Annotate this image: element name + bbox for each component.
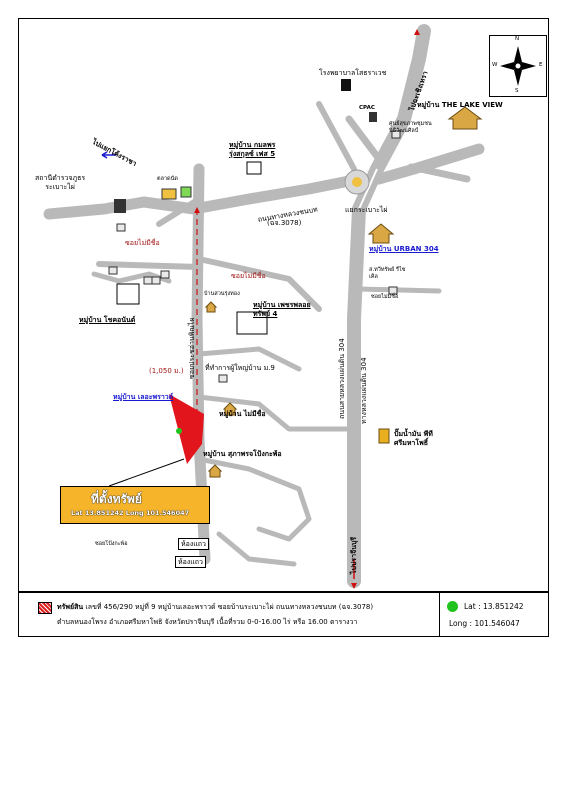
legend-divider: [439, 593, 440, 636]
soi-unnamed-2: ซอยไม่มีชื่อ: [231, 272, 266, 280]
intersection-label: แยกระเบาะไผ่: [345, 206, 388, 214]
police-station-label: สถานีตำรวจภูธร ระเบาะไผ่: [35, 174, 86, 191]
property-parcel: [169, 394, 204, 464]
property-marker: [176, 428, 182, 434]
map-frame: N S W E โรงพยาบาลโสธราเวช ไปฉะเชิงเทรา ห…: [18, 18, 549, 592]
highway-304-road: [347, 24, 431, 588]
soi-prakhon-label: ซอยประชอ่านพิณไผ: [188, 317, 196, 379]
ler-prawat-label: หมู่บ้าน เลอะพราวด์: [113, 393, 174, 401]
gas-station-label: ปั๊มน้ำมัน พีที ศรีมหาโพธิ์: [394, 430, 433, 447]
location-dot-icon: [447, 601, 458, 612]
headman-office-label: ที่ทำการผู้ใหญ่บ้าน ม.9: [205, 364, 275, 372]
health-center-label: ศูนย์สุขภาพชุมชน นิธิวัฒนศิลป์: [389, 121, 432, 134]
highway-304-label-b: ทางหลวงแผ่นดิน 304: [360, 357, 368, 424]
petchpolloy-label: หมู่บ้าน เพชรพลอย ทรัพย์ 4: [253, 301, 311, 318]
urban-house-icon: [367, 223, 395, 244]
cpac-label: CPAC: [359, 105, 375, 111]
legend-address: เลขที่ 456/290 หมู่ที่ 9 หมู่บ้านเลอะพรา…: [85, 603, 374, 611]
kamon-village-label: หมู่บ้าน กมลพร รุ่งสกุลซ์ เฟส 5: [229, 141, 276, 158]
recycle-shop-label: ส.ทวีทรัพย์ รีไซ เคิล: [369, 267, 406, 280]
property-swatch-icon: [38, 602, 52, 614]
callout-coords: Lat 13.851242 Long 101.546047: [71, 509, 190, 517]
suan-rung-thong-house-icon: [204, 301, 218, 313]
village-unnamed-label: หมู่บ้าน ไม่มีชื่อ: [219, 410, 266, 418]
soi-pongkapo-label: ซอยโป้งกะพ้อ: [95, 541, 128, 547]
shophouse-1: ห้องแถว: [178, 538, 209, 550]
shophouse-2: ห้องแถว: [175, 556, 206, 568]
hospital-label: โรงพยาบาลโสธราเวช: [319, 69, 387, 77]
market-icon: [161, 188, 177, 200]
lake-view-house-icon: [447, 106, 483, 130]
compass-s: S: [515, 88, 519, 94]
compass-rose: N S W E: [489, 35, 547, 97]
to-prachinburi-label: ไปปราจีนบุรี: [350, 536, 358, 574]
village-house-icon: [222, 402, 238, 416]
cpac-icon: [369, 112, 377, 122]
urban-304-label: หมู่บ้าน URBAN 304: [369, 245, 439, 253]
legend-line-1: ทรัพย์สิน เลขที่ 456/290 หมู่ที่ 9 หมู่บ…: [57, 602, 373, 613]
distance-label: (1,050 ม.): [149, 367, 184, 375]
soi-unnamed-1: ซอยไม่มีชื่อ: [125, 239, 160, 247]
property-callout: ที่ตั้งทรัพย์ Lat 13.851242 Long 101.546…: [60, 486, 210, 524]
callout-title: ที่ตั้งทรัพย์: [91, 492, 142, 506]
suan-rung-thong-label: บ้านสวนรุ่งทอง: [204, 291, 240, 297]
luang-road-code: (ฉจ.3078): [267, 219, 302, 227]
suphap-house-icon: [207, 464, 223, 478]
highway-304-label-a: ถนนสายหลวงแผ่นดิน 304: [338, 338, 346, 419]
soi-unnamed-3: ซอยไม่มีชื่อ: [371, 294, 399, 300]
gas-station-icon: [378, 428, 390, 444]
suphap-village-label: หมู่บ้าน สุภาพรจโป้งกะพ้อ: [203, 450, 282, 458]
lake-view-label: หมู่บ้าน THE LAKE VIEW: [417, 101, 503, 109]
compass-n: N: [515, 36, 520, 42]
legend-box: ทรัพย์สิน เลขที่ 456/290 หมู่ที่ 9 หมู่บ…: [18, 592, 549, 637]
legend-asset-label: ทรัพย์สิน: [57, 603, 84, 611]
chokanan-label: หมู่บ้าน โชคอนันต์: [79, 316, 136, 324]
police-icon: [114, 199, 126, 213]
legend-line-2: ตำบลหนองโพรง อำเภอศรีมหาโพธิ จังหวัดปราจ…: [57, 618, 358, 626]
hospital-icon: [341, 79, 351, 91]
market-label: ตลาดนัด: [157, 176, 178, 182]
legend-lat: Lat : 13.851242: [464, 602, 524, 611]
compass-e: E: [539, 62, 543, 68]
legend-long: Long : 101.546047: [449, 619, 520, 628]
map-canvas: [43, 24, 485, 589]
compass-w: W: [492, 62, 498, 68]
